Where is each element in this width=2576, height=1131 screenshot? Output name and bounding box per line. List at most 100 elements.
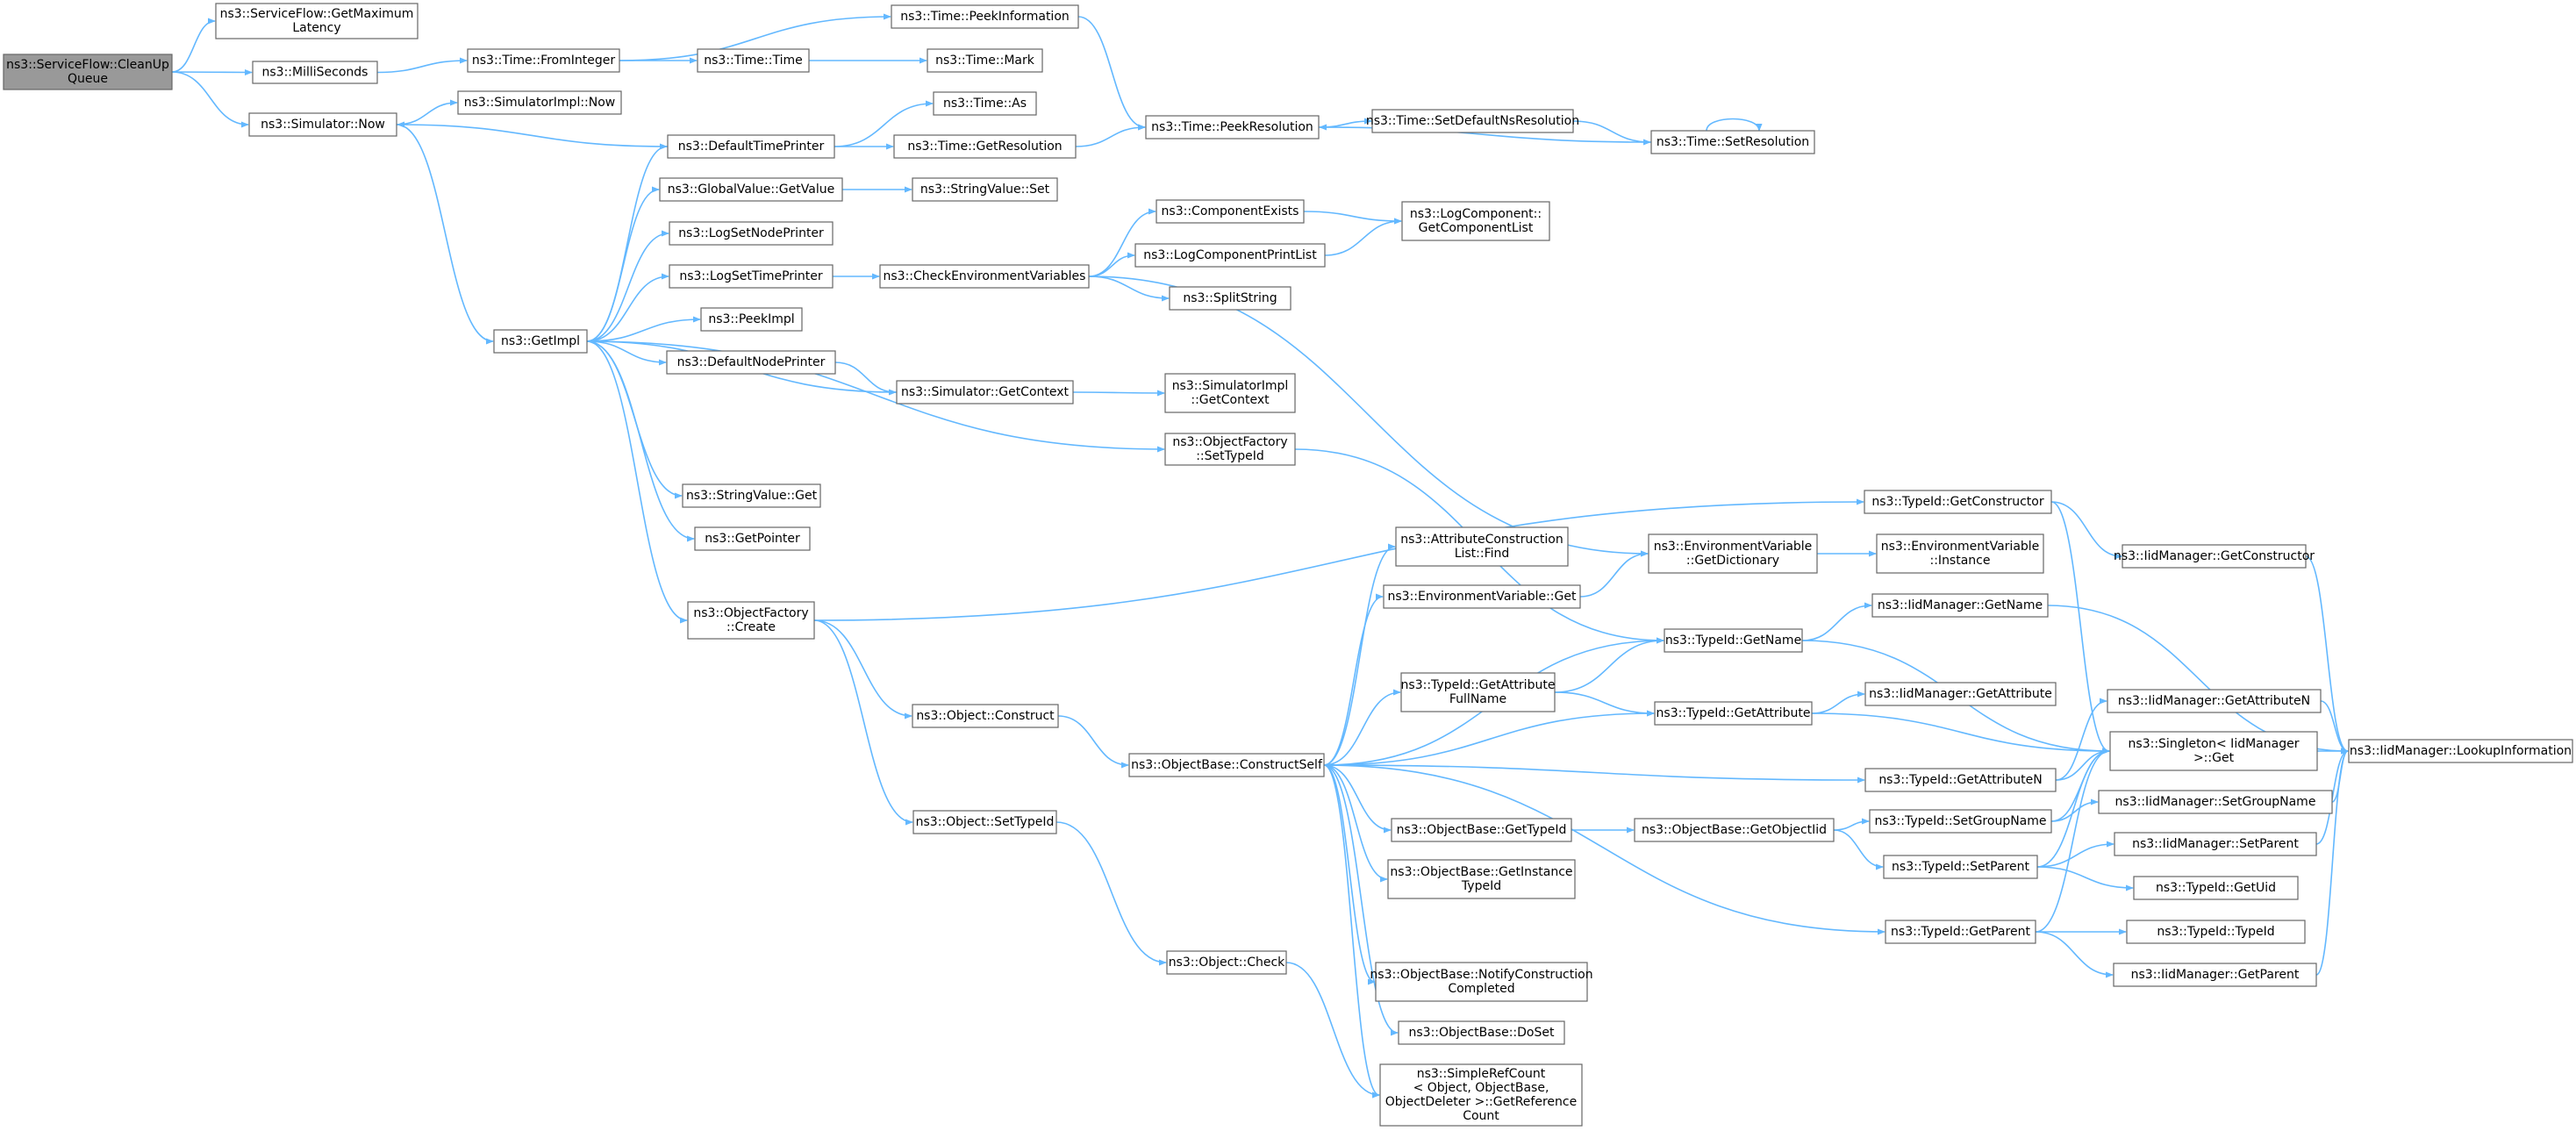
edge-arrow [813, 498, 1864, 621]
graph-node-gvgetvalue[interactable]: ns3::GlobalValue::GetValue [659, 177, 843, 202]
node-label: ns3::ObjectFactory [1172, 435, 1287, 449]
graph-node-objbasenotify[interactable]: ns3::ObjectBase::NotifyConstructionCompl… [1370, 962, 1593, 1002]
graph-node-objbasegettid[interactable]: ns3::ObjectBase::GetTypeId [1391, 818, 1572, 842]
graph-node-compexists[interactable]: ns3::ComponentExists [1156, 199, 1305, 224]
graph-node-tidgetattrn[interactable]: ns3::TypeId::GetAttributeN [1864, 768, 2057, 792]
graph-node-tidgetctor[interactable]: ns3::TypeId::GetConstructor [1864, 490, 2052, 514]
graph-node-timemark[interactable]: ns3::Time::Mark [927, 48, 1043, 73]
node-box [912, 177, 1058, 202]
node-box [669, 264, 834, 289]
node-label: ns3::IidManager::LookupInformation [2350, 744, 2572, 758]
graph-node-objfactcreate[interactable]: ns3::ObjectFactory::Create [687, 601, 815, 640]
graph-node-objbaseconsself[interactable]: ns3::ObjectBase::ConstructSelf [1128, 753, 1325, 777]
graph-node-envgetdict[interactable]: ns3::EnvironmentVariable::GetDictionary [1648, 533, 1818, 574]
graph-node-logcompprint[interactable]: ns3::LogComponentPrintList [1134, 243, 1326, 268]
graph-node-setres[interactable]: ns3::Time::SetResolution [1650, 130, 1815, 154]
graph-node-objfactsettid[interactable]: ns3::ObjectFactory::SetTypeId [1164, 433, 1296, 466]
graph-node-singletonget[interactable]: ns3::Singleton< IidManager>::Get [2109, 731, 2318, 771]
graph-node-tidgetuid[interactable]: ns3::TypeId::GetUid [2133, 876, 2299, 900]
graph-node-tidsetparent[interactable]: ns3::TypeId::SetParent [1883, 855, 2038, 879]
graph-node-setdefns[interactable]: ns3::Time::SetDefaultNsResolution [1366, 109, 1579, 133]
graph-node-iidgetparent[interactable]: ns3::IidManager::GetParent [2113, 963, 2317, 987]
node-box [1864, 490, 2052, 514]
graph-node-getres[interactable]: ns3::Time::GetResolution [893, 134, 1077, 159]
edge-arrow [586, 230, 669, 342]
node-box [927, 48, 1043, 73]
graph-node-deftimeprinter[interactable]: ns3::DefaultTimePrinter [667, 134, 835, 159]
node-box [215, 3, 419, 39]
graph-node-peekimpl[interactable]: ns3::PeekImpl [700, 307, 803, 332]
node-label: ::Create [726, 620, 776, 634]
graph-node-simgetctx[interactable]: ns3::Simulator::GetContext [896, 380, 1074, 404]
node-box [896, 380, 1074, 404]
graph-node-objconstruct[interactable]: ns3::Object::Construct [912, 704, 1059, 728]
graph-node-tidgetattr[interactable]: ns3::TypeId::GetAttribute [1654, 701, 1813, 726]
graph-node-tidsetgroup[interactable]: ns3::TypeId::SetGroupName [1869, 809, 2052, 834]
graph-node-strvalget[interactable]: ns3::StringValue::Get [682, 483, 821, 508]
graph-node-timeas[interactable]: ns3::Time::As [933, 91, 1037, 116]
node-label: ns3::StringValue::Set [920, 183, 1050, 197]
graph-node-simplerefcount[interactable]: ns3::SimpleRefCount< Object, ObjectBase,… [1379, 1063, 1583, 1127]
graph-node-peekres[interactable]: ns3::Time::PeekResolution [1145, 115, 1320, 140]
graph-node-tidtypeid[interactable]: ns3::TypeId::TypeId [2126, 920, 2306, 944]
edge-setdefns-to-setres [1572, 120, 1651, 146]
graph-node-iidsetparent[interactable]: ns3::IidManager::SetParent [2114, 832, 2317, 856]
node-label: ns3::IidManager::SetGroupName [2115, 795, 2316, 809]
edge-arrow [1554, 637, 1664, 693]
graph-node-logsettime[interactable]: ns3::LogSetTimePrinter [669, 264, 834, 289]
node-box [493, 329, 588, 354]
edge-arrow [1088, 276, 1170, 302]
graph-node-peekinfo[interactable]: ns3::Time::PeekInformation [891, 4, 1079, 29]
graph-node-logsetnode[interactable]: ns3::LogSetNodePrinter [669, 221, 834, 246]
node-box [252, 61, 378, 84]
graph-node-envinstance[interactable]: ns3::EnvironmentVariable::Instance [1876, 533, 2044, 574]
edge-arrow [1811, 712, 2110, 755]
graph-node-splitstring[interactable]: ns3::SplitString [1169, 286, 1292, 311]
graph-node-iidlookup[interactable]: ns3::IidManager::LookupInformation [2348, 739, 2573, 763]
graph-node-objcheck[interactable]: ns3::Object::Check [1166, 950, 1287, 975]
edge-arrow [2315, 748, 2349, 976]
edge-arrow [171, 18, 216, 73]
node-box [666, 350, 836, 375]
node-box [1883, 855, 2038, 879]
node-label: ns3::EnvironmentVariable::Get [1388, 590, 1577, 604]
graph-node-iidgetname[interactable]: ns3::IidManager::GetName [1871, 593, 2049, 618]
graph-node-tidgetparent[interactable]: ns3::TypeId::GetParent [1885, 920, 2036, 944]
graph-node-iidgetattr[interactable]: ns3::IidManager::GetAttribute [1864, 682, 2057, 706]
graph-node-getimpl[interactable]: ns3::GetImpl [493, 329, 588, 354]
edge-checkenv-to-logcompprint [1088, 252, 1135, 277]
graph-node-simimplgetctx[interactable]: ns3::SimulatorImpl::GetContext [1164, 373, 1296, 413]
node-box [1871, 593, 2049, 618]
graph-node-simnow[interactable]: ns3::Simulator::Now [248, 112, 397, 137]
edge-arrow [1323, 764, 1399, 1036]
graph-node-checkenv[interactable]: ns3::CheckEnvironmentVariables [879, 264, 1090, 289]
graph-node-tidgetname[interactable]: ns3::TypeId::GetName [1664, 628, 1803, 653]
graph-node-defnodeprinter[interactable]: ns3::DefaultNodePrinter [666, 350, 836, 375]
node-box [1885, 920, 2036, 944]
graph-node-objsettid[interactable]: ns3::Object::SetTypeId [912, 810, 1057, 834]
graph-node-milli[interactable]: ns3::MilliSeconds [252, 61, 378, 84]
graph-node-getcomplist[interactable]: ns3::LogComponent::GetComponentList [1401, 201, 1550, 241]
graph-node-iidgetattrn[interactable]: ns3::IidManager::GetAttributeN [2107, 689, 2322, 713]
edge-getimpl-to-objfactcreate [586, 340, 688, 624]
graph-node-strvalset[interactable]: ns3::StringValue::Set [912, 177, 1058, 202]
edge-objbaseconsself-to-objbasegetinst [1323, 764, 1388, 883]
edge-objbasegetoiid-to-tidsetgroup [1833, 818, 1870, 831]
node-label: ns3::DefaultTimePrinter [678, 140, 825, 154]
graph-node-objbasedoset[interactable]: ns3::ObjectBase::DoSet [1398, 1020, 1565, 1045]
graph-node-simimplnow[interactable]: ns3::SimulatorImpl::Now [457, 90, 622, 115]
graph-node-envget[interactable]: ns3::EnvironmentVariable::Get [1383, 584, 1581, 609]
graph-node-iidsetgroup[interactable]: ns3::IidManager::SetGroupName [2098, 790, 2333, 814]
graph-node-fromint[interactable]: ns3::Time::FromInteger [467, 48, 620, 73]
graph-node-timetime[interactable]: ns3::Time::Time [697, 48, 810, 73]
graph-node-getpointer[interactable]: ns3::GetPointer [694, 526, 811, 551]
node-box [879, 264, 1090, 289]
graph-node-objbasegetoiid[interactable]: ns3::ObjectBase::GetObjectIid [1634, 818, 1835, 842]
node-label: ns3::Time::Time [704, 54, 802, 68]
graph-node-iidgetctor[interactable]: ns3::IidManager::GetConstructor [2114, 544, 2315, 569]
